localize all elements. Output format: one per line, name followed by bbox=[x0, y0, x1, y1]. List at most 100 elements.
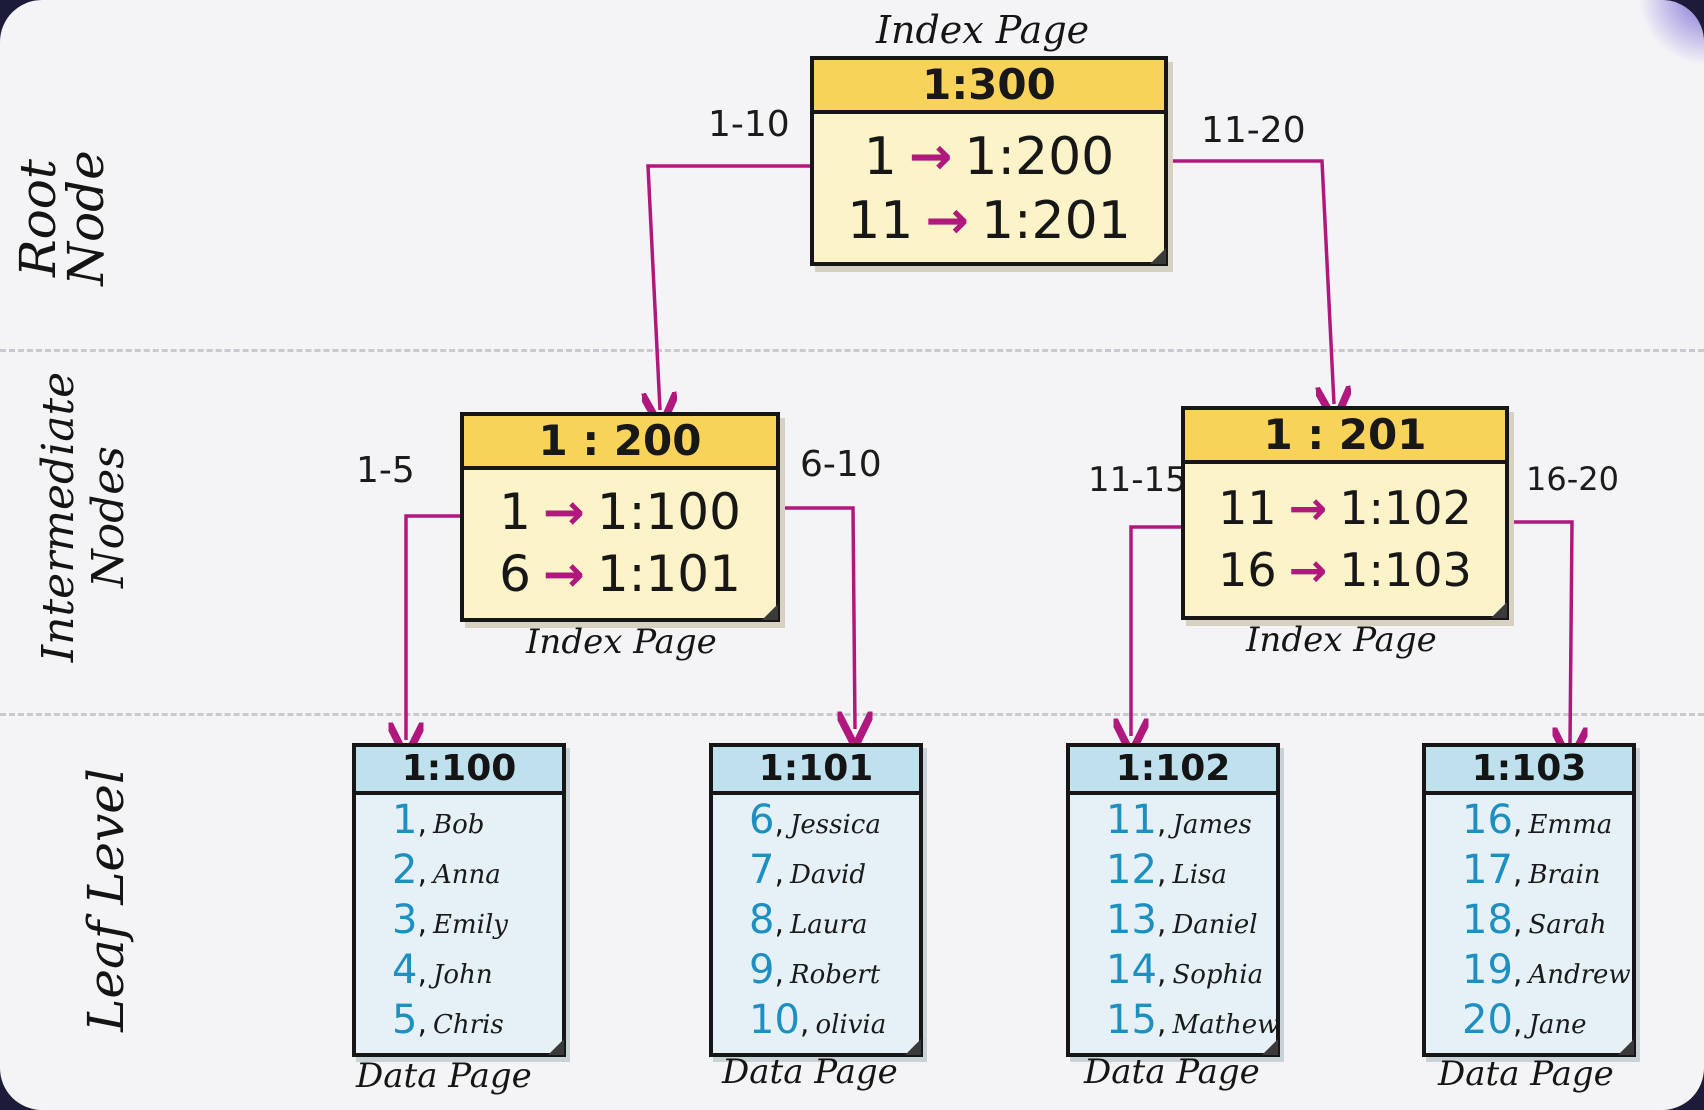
record-name: Brain bbox=[1528, 860, 1601, 890]
record-id: 3 bbox=[392, 897, 418, 943]
record-id: 7 bbox=[749, 847, 775, 893]
data-record: 20,Jane bbox=[1462, 997, 1587, 1043]
record-id: 1 bbox=[392, 797, 418, 843]
intermediate-index-page-1-200: 1 : 200 1 → 1:100 6 → 1:101 bbox=[460, 412, 780, 622]
data-record: 6,Jessica bbox=[749, 797, 881, 843]
arrow-right-icon: → bbox=[925, 191, 969, 251]
data-page-id: 1:103 bbox=[1426, 747, 1632, 795]
data-page-caption: Data Page bbox=[1438, 1054, 1614, 1094]
arrow-right-icon: → bbox=[542, 483, 585, 541]
page-fold-corner bbox=[1150, 248, 1166, 264]
data-record: 19,Andrew bbox=[1462, 947, 1631, 993]
record-name: Sophia bbox=[1172, 960, 1264, 990]
record-id: 20 bbox=[1462, 997, 1513, 1043]
record-id: 18 bbox=[1462, 897, 1513, 943]
data-record: 18,Sarah bbox=[1462, 897, 1607, 943]
data-record: 11,James bbox=[1106, 797, 1252, 843]
arrow-right-icon: → bbox=[1288, 543, 1328, 597]
entry-key: 1 bbox=[499, 483, 531, 541]
record-name: Bob bbox=[433, 810, 485, 840]
level-divider-top bbox=[0, 349, 1704, 352]
data-page-caption: Data Page bbox=[722, 1052, 898, 1092]
root-page-caption: Index Page bbox=[876, 8, 1090, 52]
data-record: 2,Anna bbox=[392, 847, 501, 893]
record-name: James bbox=[1172, 810, 1252, 840]
page-fold-corner bbox=[1618, 1039, 1634, 1055]
data-page-caption: Data Page bbox=[356, 1056, 532, 1096]
int-201-caption: Index Page bbox=[1246, 620, 1437, 660]
root-page-id: 1:300 bbox=[814, 60, 1164, 114]
data-record: 8,Laura bbox=[749, 897, 868, 943]
data-record: 7,David bbox=[749, 847, 866, 893]
record-id: 12 bbox=[1106, 847, 1157, 893]
int-200-entry: 6 → 1:101 bbox=[464, 544, 776, 604]
link-1-200-to-1-100 bbox=[406, 514, 466, 740]
data-record: 13,Daniel bbox=[1106, 897, 1258, 943]
record-name: Robert bbox=[790, 960, 881, 990]
record-id: 13 bbox=[1106, 897, 1157, 943]
data-record: 1,Bob bbox=[392, 797, 485, 843]
data-page-id: 1:102 bbox=[1070, 747, 1276, 795]
record-id: 9 bbox=[749, 947, 775, 993]
entry-key: 6 bbox=[499, 545, 531, 603]
record-id: 5 bbox=[392, 997, 418, 1043]
record-name: Daniel bbox=[1172, 910, 1258, 940]
record-id: 2 bbox=[392, 847, 418, 893]
root-entry: 11 → 1:201 bbox=[814, 190, 1164, 252]
record-id: 11 bbox=[1106, 797, 1157, 843]
page-fold-corner bbox=[1262, 1039, 1278, 1055]
record-name: Andrew bbox=[1528, 960, 1631, 990]
record-id: 10 bbox=[749, 997, 800, 1043]
link-root-to-1-201 bbox=[1163, 159, 1334, 404]
link-root-to-1-200 bbox=[648, 164, 812, 410]
page-fold-corner bbox=[905, 1039, 921, 1055]
data-page-1-103: 1:103 16,Emma 17,Brain 18,Sarah 19,Andre… bbox=[1422, 743, 1636, 1057]
data-page-caption: Data Page bbox=[1084, 1052, 1260, 1092]
record-name: Mathew bbox=[1172, 1010, 1280, 1040]
record-id: 16 bbox=[1462, 797, 1513, 843]
record-name: Lisa bbox=[1172, 860, 1227, 890]
data-page-id: 1:101 bbox=[713, 747, 919, 795]
link-1-200-to-1-101 bbox=[774, 506, 855, 729]
arrow-right-icon: → bbox=[908, 127, 953, 187]
entry-pointer: 1:100 bbox=[596, 483, 741, 541]
page-fold-corner bbox=[548, 1039, 564, 1055]
entry-key: 11 bbox=[847, 191, 914, 251]
record-name: Jane bbox=[1528, 1010, 1587, 1040]
record-name: Emma bbox=[1528, 810, 1613, 840]
arrow-right-icon: → bbox=[542, 545, 585, 603]
record-id: 4 bbox=[392, 947, 418, 993]
entry-pointer: 1:102 bbox=[1339, 481, 1472, 535]
int-201-right-range: 16-20 bbox=[1526, 460, 1619, 498]
data-record: 5,Chris bbox=[392, 997, 504, 1043]
root-right-range: 11-20 bbox=[1201, 110, 1306, 151]
record-id: 17 bbox=[1462, 847, 1513, 893]
record-id: 8 bbox=[749, 897, 775, 943]
record-name: John bbox=[433, 960, 493, 990]
data-record: 12,Lisa bbox=[1106, 847, 1227, 893]
record-name: Jessica bbox=[790, 810, 881, 840]
int-201-page-id: 1 : 201 bbox=[1185, 410, 1505, 464]
data-record: 4,John bbox=[392, 947, 493, 993]
entry-pointer: 1:200 bbox=[964, 127, 1115, 187]
int-200-entry: 1 → 1:100 bbox=[464, 480, 776, 544]
int-201-entry: 11 → 1:102 bbox=[1185, 476, 1505, 540]
data-record: 16,Emma bbox=[1462, 797, 1613, 843]
entry-key: 1 bbox=[863, 127, 897, 187]
int-200-caption: Index Page bbox=[526, 622, 717, 662]
record-name: Anna bbox=[433, 860, 501, 890]
intermediate-index-page-1-201: 1 : 201 11 → 1:102 16 → 1:103 bbox=[1181, 406, 1509, 620]
int-200-right-range: 6-10 bbox=[800, 444, 882, 485]
data-page-1-101: 1:101 6,Jessica 7,David 8,Laura 9,Robert… bbox=[709, 743, 923, 1057]
record-name: Chris bbox=[433, 1010, 504, 1040]
record-name: Sarah bbox=[1528, 910, 1607, 940]
arrow-right-icon: → bbox=[1288, 481, 1328, 535]
page-fold-corner bbox=[1491, 602, 1507, 618]
data-record: 14,Sophia bbox=[1106, 947, 1264, 993]
link-1-201-to-1-103 bbox=[1502, 520, 1572, 745]
entry-key: 16 bbox=[1218, 543, 1277, 597]
record-name: David bbox=[790, 860, 866, 890]
data-page-1-100: 1:100 1,Bob 2,Anna 3,Emily 4,John 5,Chri… bbox=[352, 743, 566, 1057]
record-name: Laura bbox=[790, 910, 868, 940]
